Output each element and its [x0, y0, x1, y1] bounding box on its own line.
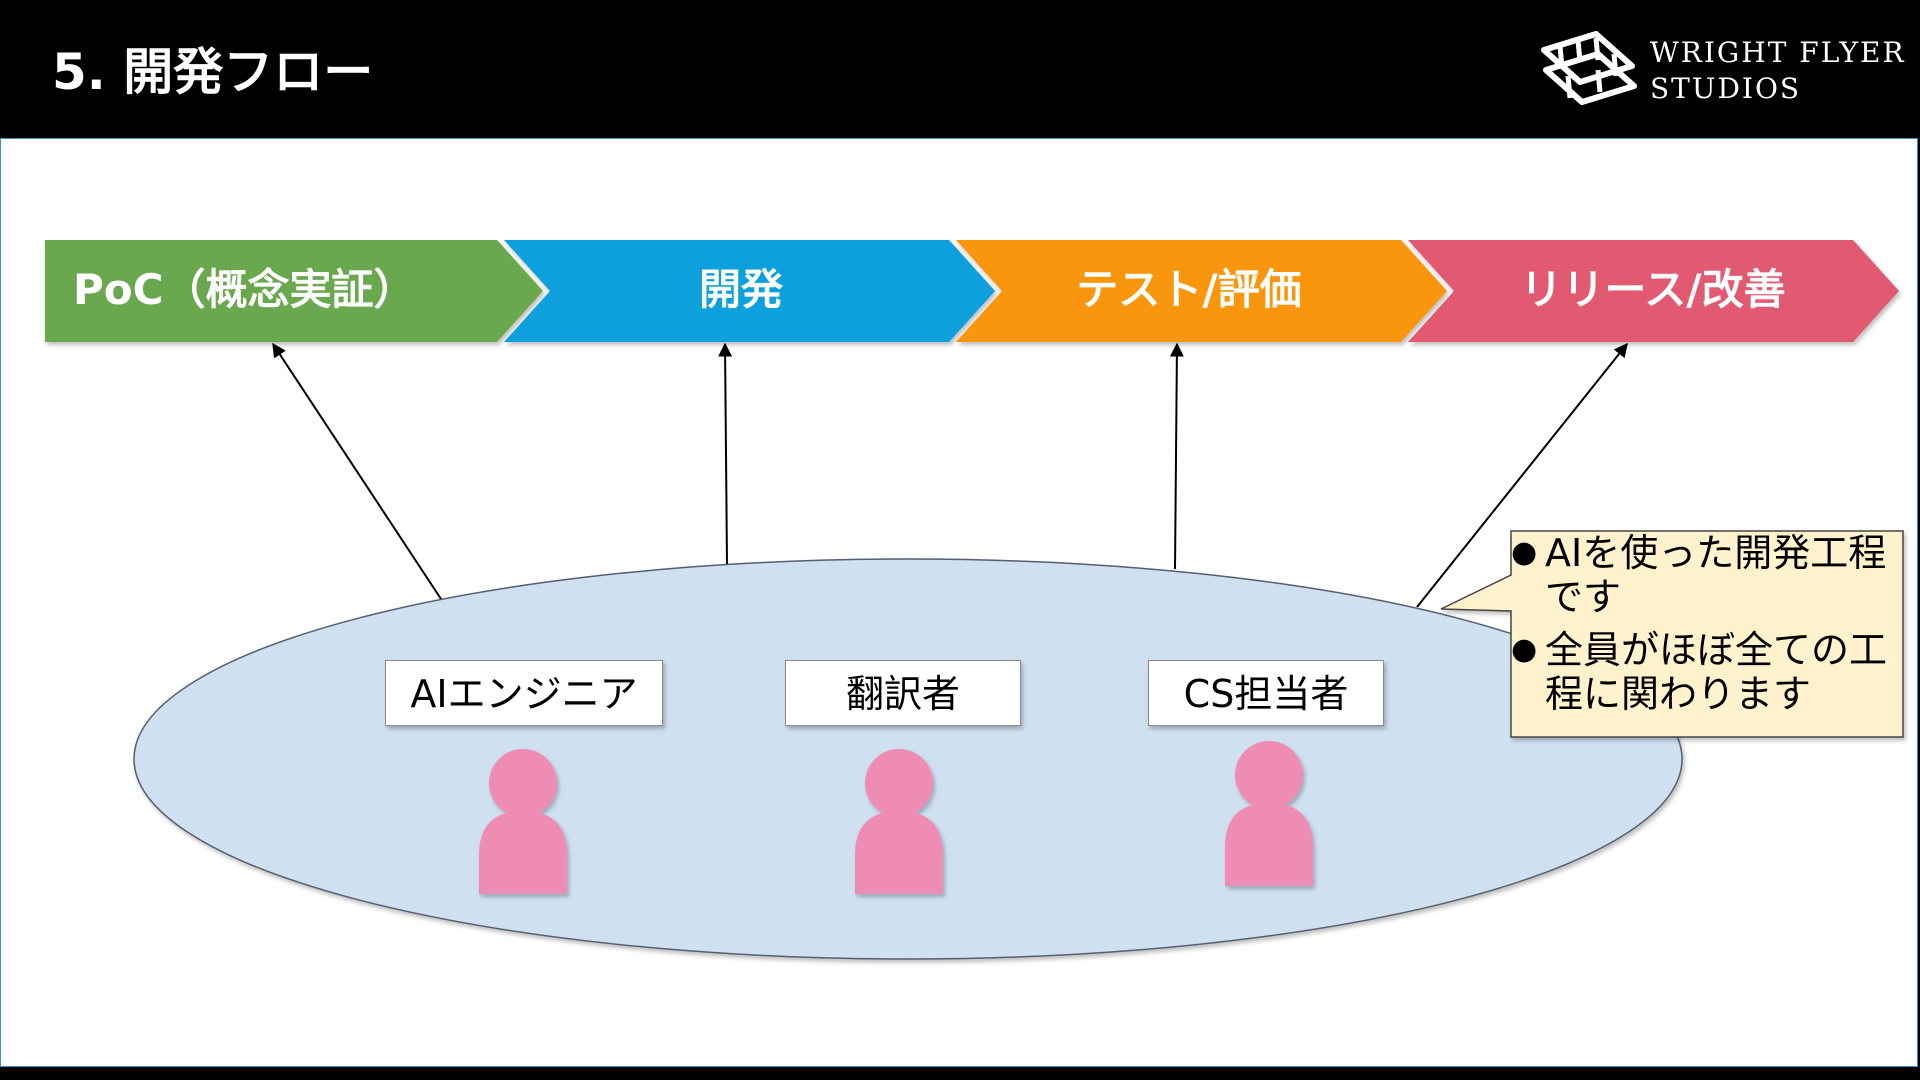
note-item-text: 全員がほぼ全ての工程に関わります	[1545, 628, 1888, 716]
company-logo: WRIGHT FLYER STUDIOS	[1538, 26, 1908, 112]
person-icon	[855, 749, 943, 894]
page-title: 5. 開発フロー	[52, 43, 374, 101]
note-text: ● AIを使った開発工程です ● 全員がほぼ全ての工程に関わります	[1511, 531, 1905, 725]
stage-label-test: テスト/評価	[1076, 265, 1302, 314]
arrow-to-development	[718, 342, 733, 565]
role-box-cs: CS担当者	[1148, 660, 1384, 726]
stage-label-development: 開発	[698, 265, 783, 314]
flow-diagram	[45, 240, 1904, 960]
person-icon	[479, 749, 567, 894]
stage-chevron-poc	[45, 240, 543, 342]
role-box-ai-engineer: AIエンジニア	[385, 660, 663, 726]
person-icon	[1225, 741, 1313, 886]
header-bar: 5. 開発フロー WRIGHT FLYER STUDIOS	[0, 0, 1920, 138]
note-item: ● AIを使った開発工程です	[1511, 531, 1905, 619]
stage-chevron-test	[956, 240, 1447, 342]
arrow-to-test	[1169, 342, 1184, 570]
biplane-logo-icon	[1541, 31, 1637, 105]
role-box-translator: 翻訳者	[785, 660, 1021, 726]
logo-text-line1: WRIGHT FLYER	[1650, 36, 1906, 69]
stage-chevron-development	[504, 240, 995, 342]
note-callout	[1440, 530, 1904, 738]
arrow-to-release	[1416, 342, 1628, 608]
note-item-text: AIを使った開発工程です	[1545, 531, 1887, 619]
stage-label-release: リリース/改善	[1520, 265, 1786, 314]
stage-label-poc: PoC（概念実証）	[73, 265, 416, 314]
slide-canvas: PoC（概念実証） 開発 テスト/評価 リリース/改善 AIエンジニア 翻訳者 …	[0, 138, 1918, 1067]
logo-text-line2: STUDIOS	[1650, 72, 1802, 105]
bullet-icon: ●	[1511, 535, 1538, 570]
stage-chevron-release	[1408, 240, 1899, 342]
bullet-icon: ●	[1511, 632, 1538, 667]
note-item: ● 全員がほぼ全ての工程に関わります	[1511, 628, 1905, 716]
arrow-to-poc	[272, 342, 442, 600]
